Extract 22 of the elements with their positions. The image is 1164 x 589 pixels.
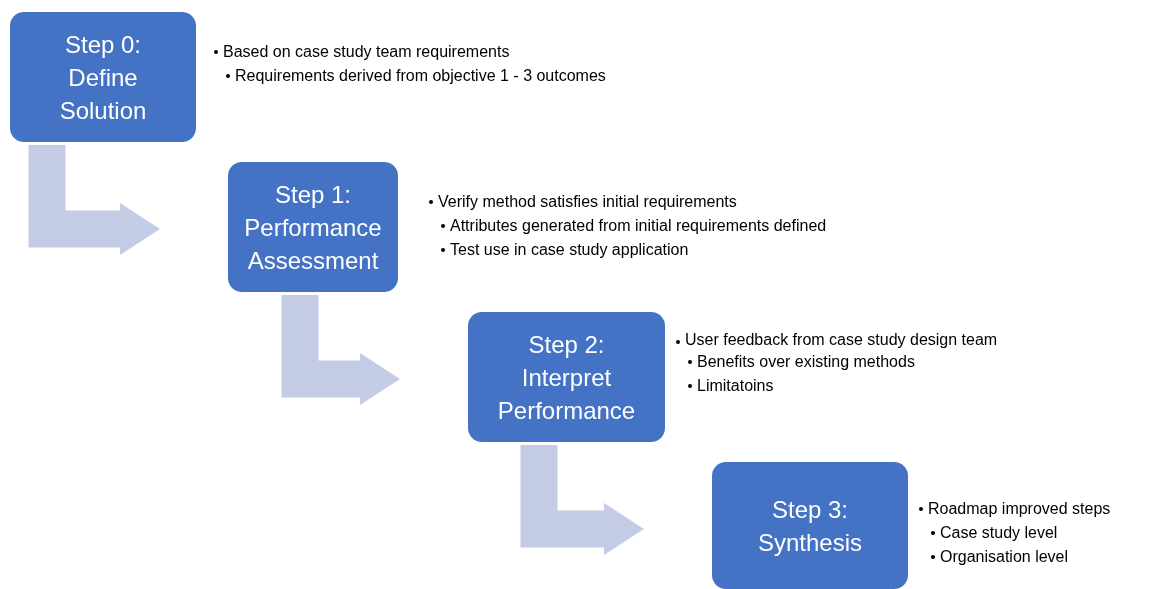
step-box: [228, 162, 398, 292]
bullet-point: Requirements derived from objective 1 - 3 outcomes: [235, 67, 606, 84]
bullet-point: Verify method satisfies initial requirements: [438, 193, 737, 210]
bullet-point: Organisation level: [940, 548, 1069, 565]
step-title: Step 3: Synthesis: [756, 494, 864, 558]
step-box: [712, 462, 908, 589]
bullet-point: Attributes generated from initial requirements defined: [450, 217, 827, 234]
bent-arrow: [28, 145, 160, 255]
bullet-point: Test use in case study application: [450, 241, 689, 258]
bullet-point: Roadmap improved steps: [928, 500, 1111, 517]
step-box: [10, 12, 196, 142]
bullet-point: Case study level: [940, 524, 1058, 541]
step-box: [468, 312, 665, 442]
bullet-point: Limitatoins: [697, 377, 774, 394]
bullet-point: User feedback from case study design team: [685, 331, 998, 348]
bullet-point: Benefits over existing methods: [697, 353, 915, 370]
bent-arrow: [281, 295, 400, 405]
step-title: Step 1: Performance Assessment: [243, 179, 383, 276]
bullet-point: Based on case study team requirements: [223, 43, 510, 60]
step-title: Step 2: Interpret Performance: [496, 329, 637, 426]
step-title: Step 0: Define Solution: [58, 29, 148, 126]
bent-arrow: [520, 445, 644, 555]
